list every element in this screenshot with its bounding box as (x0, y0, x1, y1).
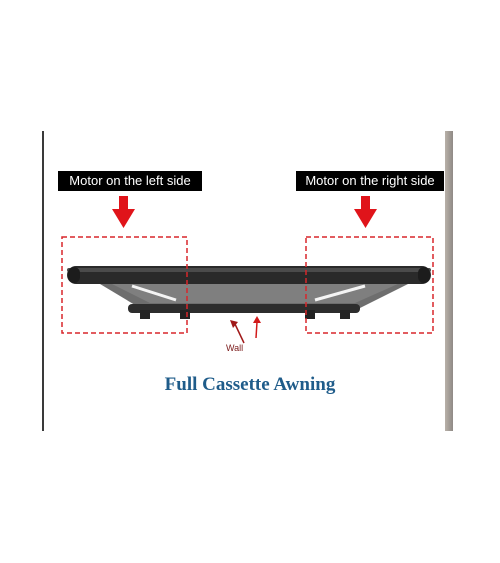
motor-right-label: Motor on the right side (296, 171, 444, 191)
left-arm-highlight (131, 284, 177, 302)
wall-pointer-arrows (230, 316, 261, 344)
right-arm-highlight (314, 284, 366, 302)
left-down-arrow (112, 196, 135, 228)
photo-left-border (42, 131, 44, 431)
product-caption: Full Cassette Awning (164, 374, 336, 395)
right-down-arrow (354, 196, 377, 228)
wall-mount-bar (128, 304, 360, 319)
left-motor-highlight-box (61, 236, 188, 334)
motor-left-label: Motor on the left side (58, 171, 202, 191)
photo-right-border (445, 131, 453, 431)
wall-label: Wall (226, 343, 244, 353)
awning-fabric (90, 278, 420, 308)
cassette-tube (67, 266, 431, 284)
